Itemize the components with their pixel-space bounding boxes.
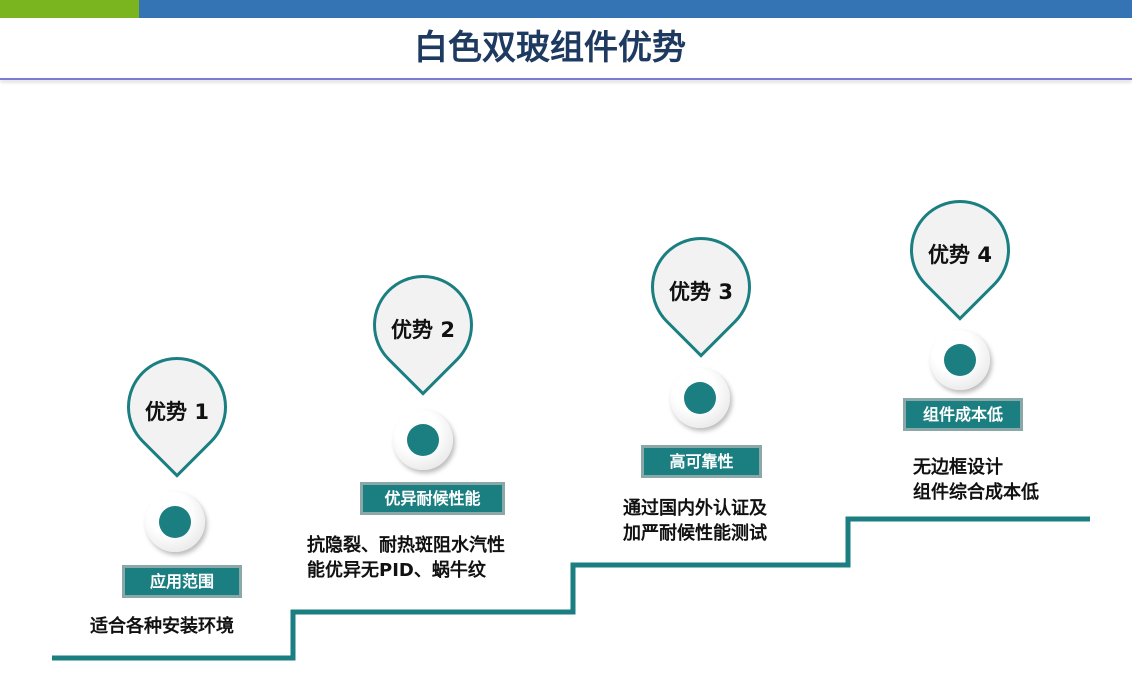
pin-title-3: 优势 3 [669, 280, 733, 304]
step-dot-1 [145, 492, 205, 552]
step-dot-3 [670, 368, 730, 428]
desc-line: 能优异无PID、蜗牛纹 [307, 560, 486, 581]
desc-line: 适合各种安装环境 [90, 616, 234, 637]
header-accent-green [0, 0, 139, 18]
desc-line: 加严耐候性能测试 [623, 523, 767, 544]
advantage-desc-1: 适合各种安装环境 [90, 614, 234, 639]
pin-title-2: 优势 2 [391, 318, 455, 342]
advantage-label-3: 高可靠性 [641, 445, 762, 478]
desc-line: 抗隐裂、耐热斑阻水汽性 [307, 535, 505, 556]
advantage-desc-3: 通过国内外认证及加严耐候性能测试 [623, 496, 767, 546]
advantage-label-1: 应用范围 [122, 565, 242, 598]
desc-line: 无边框设计 [913, 457, 1003, 478]
step-dot-4 [930, 330, 990, 390]
step-dot-2 [393, 410, 453, 470]
advantage-desc-4: 无边框设计组件综合成本低 [913, 455, 1039, 505]
pin-title-1: 优势 1 [145, 400, 209, 424]
title-divider [0, 78, 1132, 80]
advantage-label-2: 优异耐候性能 [360, 482, 505, 515]
page-title: 白色双玻组件优势 [414, 28, 686, 68]
advantage-desc-2: 抗隐裂、耐热斑阻水汽性能优异无PID、蜗牛纹 [307, 533, 505, 583]
advantage-label-4: 组件成本低 [903, 398, 1023, 431]
desc-line: 通过国内外认证及 [623, 498, 767, 519]
desc-line: 组件综合成本低 [913, 482, 1039, 503]
header-accent-blue [139, 0, 1132, 18]
pin-title-4: 优势 4 [928, 243, 992, 267]
